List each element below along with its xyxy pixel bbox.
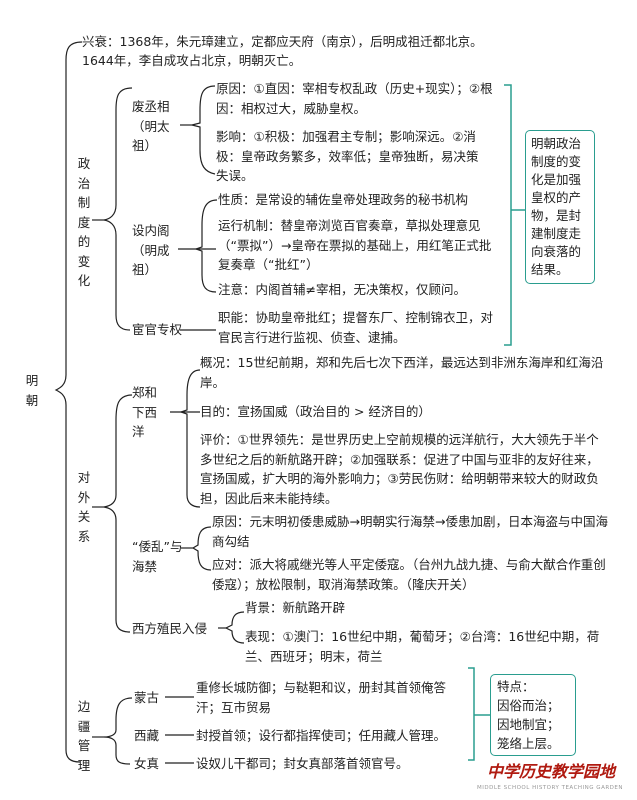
root-bracket bbox=[54, 41, 83, 763]
zhenghe-purpose: 目的：宣扬国威（政治目的 > 经济目的） bbox=[200, 404, 431, 419]
frontier-item-text: 封授首领；设行都指挥使司；任用藏人管理。 bbox=[196, 728, 447, 743]
frontier-item-text: 重修长城防御；与鞑靼和议，册封其首领俺答汗；互市贸易 bbox=[196, 680, 447, 715]
features-bracket bbox=[468, 667, 490, 761]
wokou-reason: 原因：元末明初倭患威胁→明朝实行海禁→倭患加剧，日本海盗与中国海商勾结 bbox=[212, 514, 608, 549]
frontier-label: 边疆管理 bbox=[77, 699, 91, 773]
frontier-item-label: 西藏 bbox=[134, 728, 160, 743]
cabinet-note: 注意：内阁首辅≠宰相，无决策权，仅顾问。 bbox=[218, 282, 466, 297]
zhenghe-label: 郑和下西洋 bbox=[132, 385, 158, 439]
western-manifestation: 表现：①澳门：16世纪中期，葡萄牙；②台湾：16世纪中期，荷兰、西班牙；明末，荷… bbox=[245, 629, 600, 664]
features-line: 因地制宜； bbox=[497, 717, 560, 732]
frontier-item-connectors bbox=[165, 696, 194, 764]
cabinet-label: 设内阁（明成祖） bbox=[132, 223, 170, 277]
foreign-bracket bbox=[103, 394, 133, 633]
zhenghe-bracket bbox=[179, 369, 201, 508]
frontier-bracket bbox=[103, 697, 133, 765]
abolish-reason: 原因：①直因：宰相专权乱政（历史+现实）；②根因：相权过大，威胁皇权。 bbox=[216, 81, 493, 116]
abolish-label: 废丞相（明太祖） bbox=[132, 99, 170, 153]
features-title: 特点： bbox=[497, 679, 535, 694]
wokou-bracket bbox=[191, 526, 212, 571]
politics-summary-box: 明朝政治制度的变化是加强皇权的产物，是封建制度走向衰落的结果。 bbox=[525, 130, 595, 284]
frontier-item-label: 女真 bbox=[134, 756, 160, 771]
wokou-response: 应对：派大将戚继光等人平定倭寇。（台州九战九捷、与俞大猷合作重创倭寇）；放松限制… bbox=[212, 557, 606, 592]
western-bracket bbox=[224, 611, 245, 644]
zhenghe-overview: 概况：15世纪前期，郑和先后七次下西洋，最远达到非洲东海岸和红海沿岸。 bbox=[200, 355, 604, 390]
abolish-impact: 影响：①积极：加强君主专制；影响深远。②消极：皇帝政务繁多，效率低；皇帝独断，易… bbox=[216, 129, 479, 183]
politics-label: 政治制度的变化 bbox=[77, 156, 91, 288]
root-label: 明朝 bbox=[25, 373, 39, 408]
cabinet-mechanism: 运行机制：替皇帝浏览百官奏章，草拟处理意见（“票拟”）→皇帝在票拟的基础上，用红… bbox=[218, 218, 492, 272]
features-line: 笼络上层。 bbox=[497, 736, 560, 751]
abolish-bracket bbox=[191, 85, 216, 175]
cabinet-bracket bbox=[194, 199, 218, 293]
frontier-item-label: 蒙古 bbox=[134, 690, 160, 705]
summary-bracket bbox=[504, 84, 525, 346]
politics-bracket bbox=[103, 87, 133, 331]
features-box: 特点： 因俗而治； 因地制宜； 笼络上层。 bbox=[490, 674, 576, 756]
cabinet-nature: 性质：是常设的辅佐皇帝处理政务的秘书机构 bbox=[218, 192, 469, 207]
frontier-item-text: 设奴儿干都司；封女真部落首领官号。 bbox=[196, 756, 409, 771]
features-line: 因俗而治； bbox=[497, 698, 560, 713]
logo-title: 中学历史教学园地 bbox=[486, 762, 615, 781]
western-background: 背景：新航路开辟 bbox=[245, 600, 346, 615]
logo-subtitle: MIDDLE SCHOOL HISTORY TEACHING GARDEN bbox=[477, 785, 623, 791]
rise-fall-line1: 兴衰：1368年，朱元璋建立，定都应天府（南京），后明成祖迁都北京。 bbox=[82, 34, 483, 49]
eunuch-function: 职能：协助皇帝批红；提督东厂、控制锦衣卫，对官民言行进行监视、侦查、逮捕。 bbox=[218, 310, 494, 345]
foreign-label: 对外关系 bbox=[77, 470, 91, 544]
eunuch-label: 宦官专权 bbox=[132, 322, 183, 337]
wokou-label: “倭乱”与海禁 bbox=[132, 539, 183, 574]
western-label: 西方殖民入侵 bbox=[132, 621, 208, 636]
rise-fall-line2: 1644年，李自成攻占北京，明朝灭亡。 bbox=[82, 53, 302, 68]
zhenghe-evaluation: 评价：①世界领先：是世界历史上空前规模的远洋航行，大大领先于半个多世纪之后的新航… bbox=[200, 432, 599, 506]
